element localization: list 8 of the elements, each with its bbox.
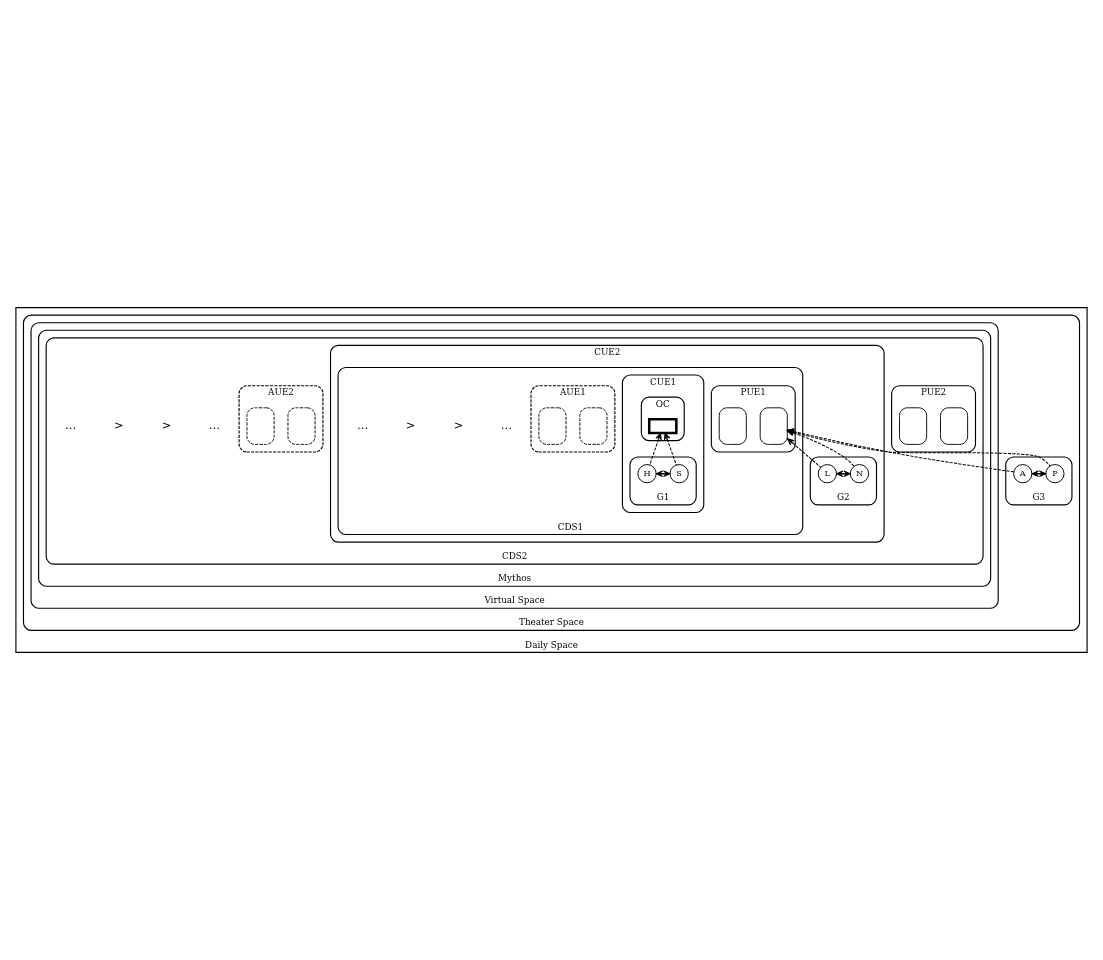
label: … <box>208 417 221 432</box>
label: > <box>405 417 416 432</box>
label: > <box>113 417 124 432</box>
label: > <box>161 417 172 432</box>
label: … <box>65 417 77 432</box>
label: … <box>500 417 513 432</box>
label: > <box>453 417 464 432</box>
label: … <box>357 417 369 432</box>
